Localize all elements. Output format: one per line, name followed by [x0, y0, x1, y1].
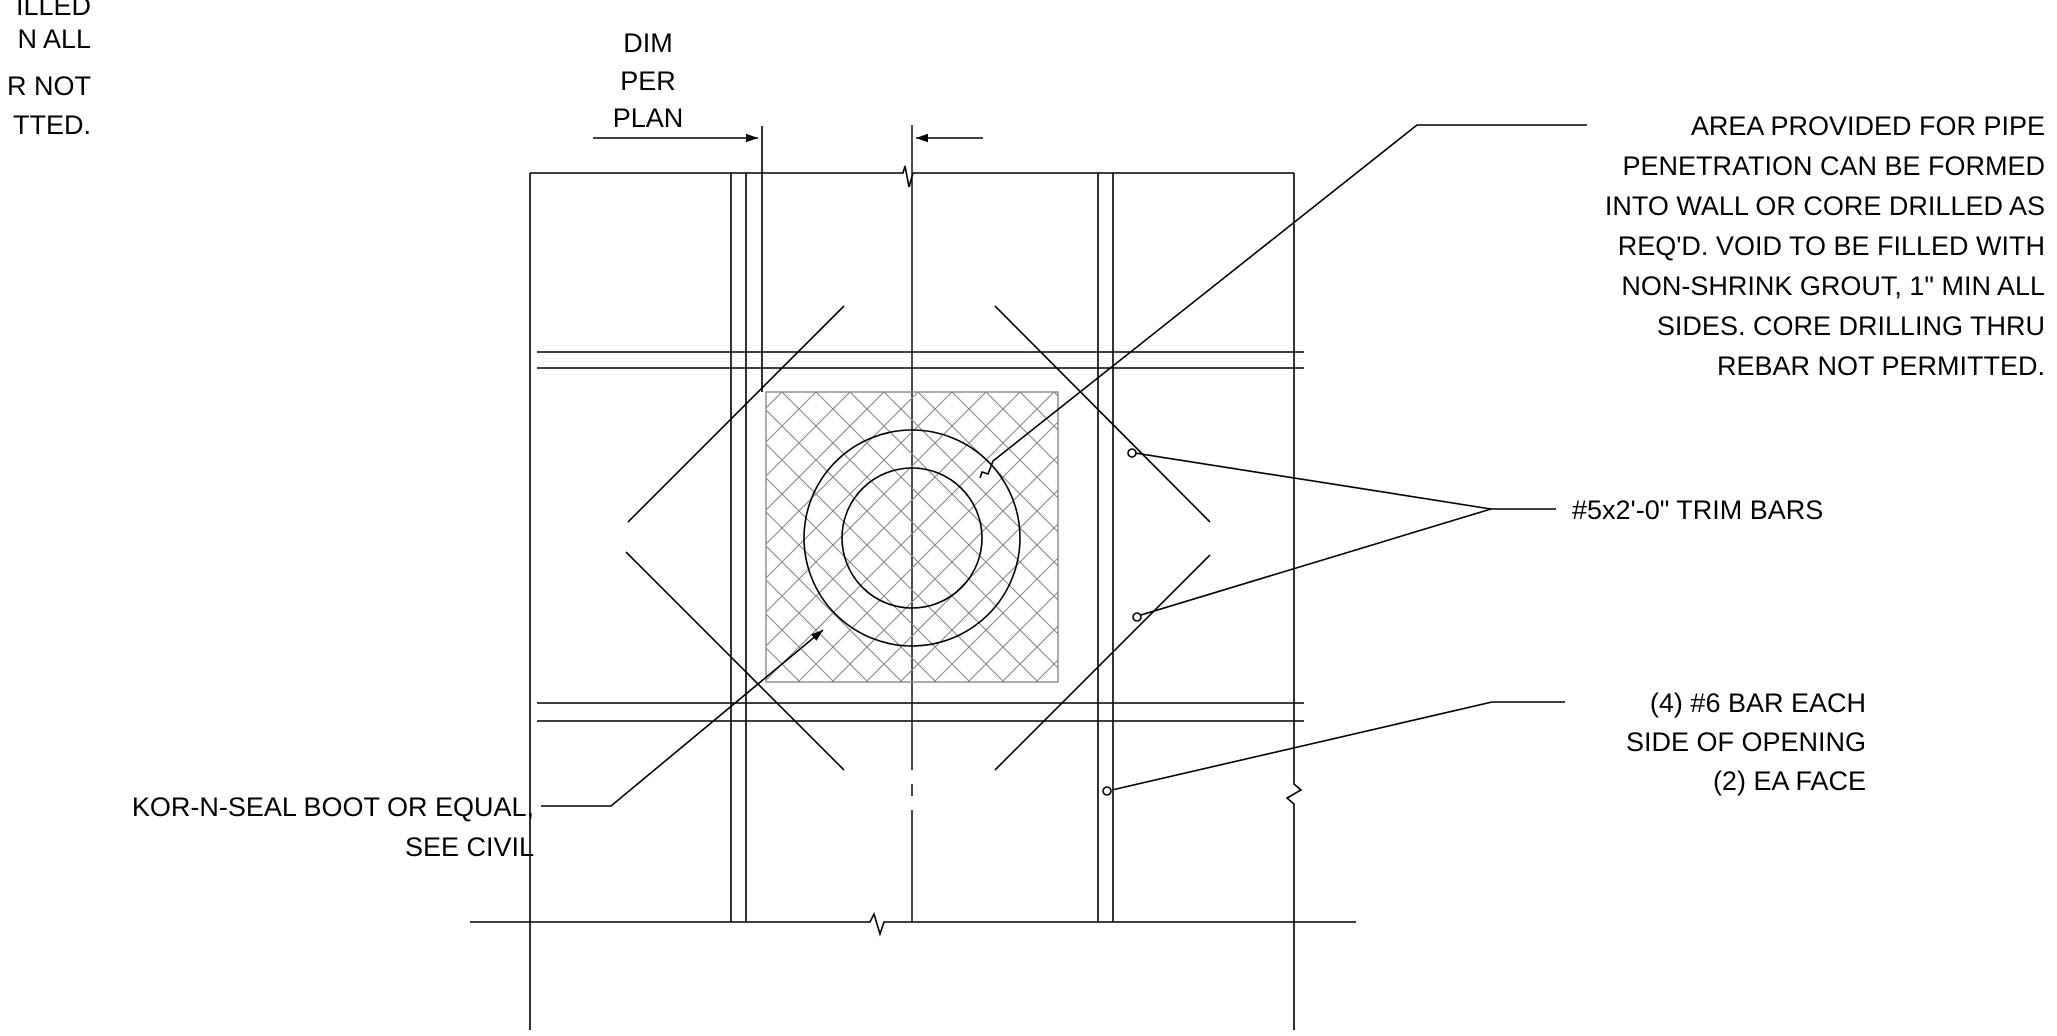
vertical-bar-marker [1102, 786, 1112, 796]
area-note-line-4: REQ'D. VOID TO BE FILLED WITH [1618, 231, 2045, 261]
bar-note-line-2: SIDE OF OPENING [1626, 727, 1866, 757]
dim-per-plan-label: DIM PER PLAN [613, 28, 684, 133]
hatch-line [1035, 659, 1058, 682]
hatch-line [766, 392, 1021, 647]
area-note-line-6: SIDES. CORE DRILLING THRU [1657, 311, 2045, 341]
hatch-line [766, 511, 937, 682]
cropped-note-text: ILLED N ALL R NOT TTED. [7, 0, 91, 140]
hatch-line [831, 455, 1058, 682]
area-note-line-7: REBAR NOT PERMITTED. [1717, 351, 2045, 381]
hatch-line [1156, 392, 1446, 682]
wall-right-break-symbol [1285, 778, 1303, 1030]
hatch-line [356, 392, 646, 682]
boot-outer-circle [803, 429, 1021, 647]
bar-note-line-1: (4) #6 BAR EACH [1650, 688, 1866, 718]
bar-note: (4) #6 BAR EACH SIDE OF OPENING (2) EA F… [1626, 688, 1866, 796]
hatch-line [766, 647, 801, 682]
boot-note: KOR-N-SEAL BOOT OR EQUAL, SEE CIVIL [132, 792, 534, 862]
area-note-line-3: INTO WALL OR CORE DRILLED AS [1605, 191, 2045, 221]
hatch-line [766, 392, 919, 545]
hatch-line [1088, 392, 1378, 682]
hatch-line [849, 392, 1058, 601]
area-note: AREA PROVIDED FOR PIPE PENETRATION CAN B… [1605, 111, 2045, 381]
hatch-line [766, 443, 1005, 682]
vertical-rebar [730, 173, 1114, 922]
hatch-line [797, 421, 1058, 682]
hatch-line [985, 392, 1058, 465]
area-note-leader [979, 124, 1587, 479]
hatch-line [220, 392, 510, 682]
dim-label-line-1: DIM [623, 28, 673, 58]
trim-bar-marker-lower [1132, 612, 1142, 622]
diagonal-trim-bars [625, 305, 1211, 771]
hatch-line [1190, 392, 1480, 682]
hatch-line [458, 392, 748, 682]
wall-bottom-line [470, 911, 1356, 937]
cropped-note-line-1: ILLED [16, 0, 91, 21]
hatch-line [322, 392, 612, 682]
hatch-line [951, 392, 1058, 499]
pipe-inner-circle [841, 467, 983, 609]
hatch-line [933, 557, 1058, 682]
hatch-line [967, 591, 1058, 682]
trim-bars-label: #5x2'-0" TRIM BARS [1572, 495, 1823, 525]
boot-note-line-1: KOR-N-SEAL BOOT OR EQUAL, [132, 792, 534, 822]
hatch-line [288, 392, 578, 682]
bar-note-line-3: (2) EA FACE [1713, 766, 1866, 796]
hatch-line [424, 392, 714, 682]
hatch-line [1001, 625, 1058, 682]
boot-note-line-2: SEE CIVIL [405, 832, 534, 862]
hatch-line [766, 392, 783, 409]
hatch-line [1292, 392, 1582, 682]
area-note-line-2: PENETRATION CAN BE FORMED [1622, 151, 2045, 181]
hatch-line [781, 392, 1058, 669]
wall-top-edge [530, 165, 1294, 188]
hatch-line [1326, 392, 1616, 682]
grout-area-hatch [186, 391, 1616, 683]
dim-label-line-3: PLAN [613, 103, 684, 133]
hatch-line [766, 392, 885, 511]
dimension-arrows [593, 126, 983, 392]
leader-lines [541, 124, 1587, 807]
trim-bar-marker-upper [1127, 448, 1137, 458]
hatch-line [766, 409, 1039, 682]
hatch-line [1122, 392, 1412, 682]
hatch-line [766, 392, 953, 579]
hatch-line [766, 477, 971, 682]
hatch-line [766, 392, 817, 443]
hatch-line [186, 392, 476, 682]
area-note-line-5: NON-SHRINK GROUT, 1" MIN ALL [1621, 271, 2045, 301]
hatch-line [1224, 392, 1514, 682]
dim-label-line-2: PER [620, 66, 676, 96]
hatch-line [390, 392, 680, 682]
hatch-line [865, 489, 1058, 682]
hatch-line [1019, 392, 1058, 431]
hatch-line [883, 392, 1058, 567]
cropped-note-line-3: R NOT [7, 71, 91, 101]
hatch-line [766, 392, 851, 477]
hatch-line [766, 392, 987, 613]
boot-note-leader [541, 629, 824, 807]
cropped-note-line-2: N ALL [17, 24, 91, 54]
hatch-line [917, 392, 1058, 533]
area-note-line-1: AREA PROVIDED FOR PIPE [1691, 111, 2045, 141]
hatch-line [899, 523, 1058, 682]
hatch-line [766, 681, 767, 682]
hatch-line [766, 545, 903, 682]
hatch-line [1258, 392, 1548, 682]
hatch-line [766, 613, 835, 682]
wall-outline [470, 165, 1356, 1030]
hatch-line [254, 392, 544, 682]
cropped-note-line-4: TTED. [13, 110, 91, 140]
horizontal-rebar [537, 351, 1304, 722]
